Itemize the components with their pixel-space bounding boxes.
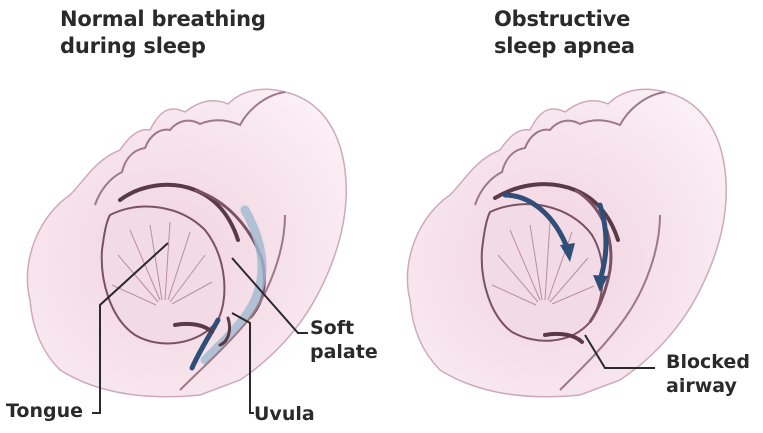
normal-breathing-title: Normal breathing during sleep — [60, 6, 320, 60]
tongue-label: Tongue — [6, 399, 83, 423]
sleep-apnea-title: Obstructive sleep apnea — [494, 6, 734, 60]
normal-head-illustration — [27, 89, 346, 397]
uvula-label: Uvula — [254, 402, 315, 426]
blocked-airway-label: Blocked airway — [666, 350, 750, 398]
soft-palate-label: Soft palate — [310, 316, 378, 364]
